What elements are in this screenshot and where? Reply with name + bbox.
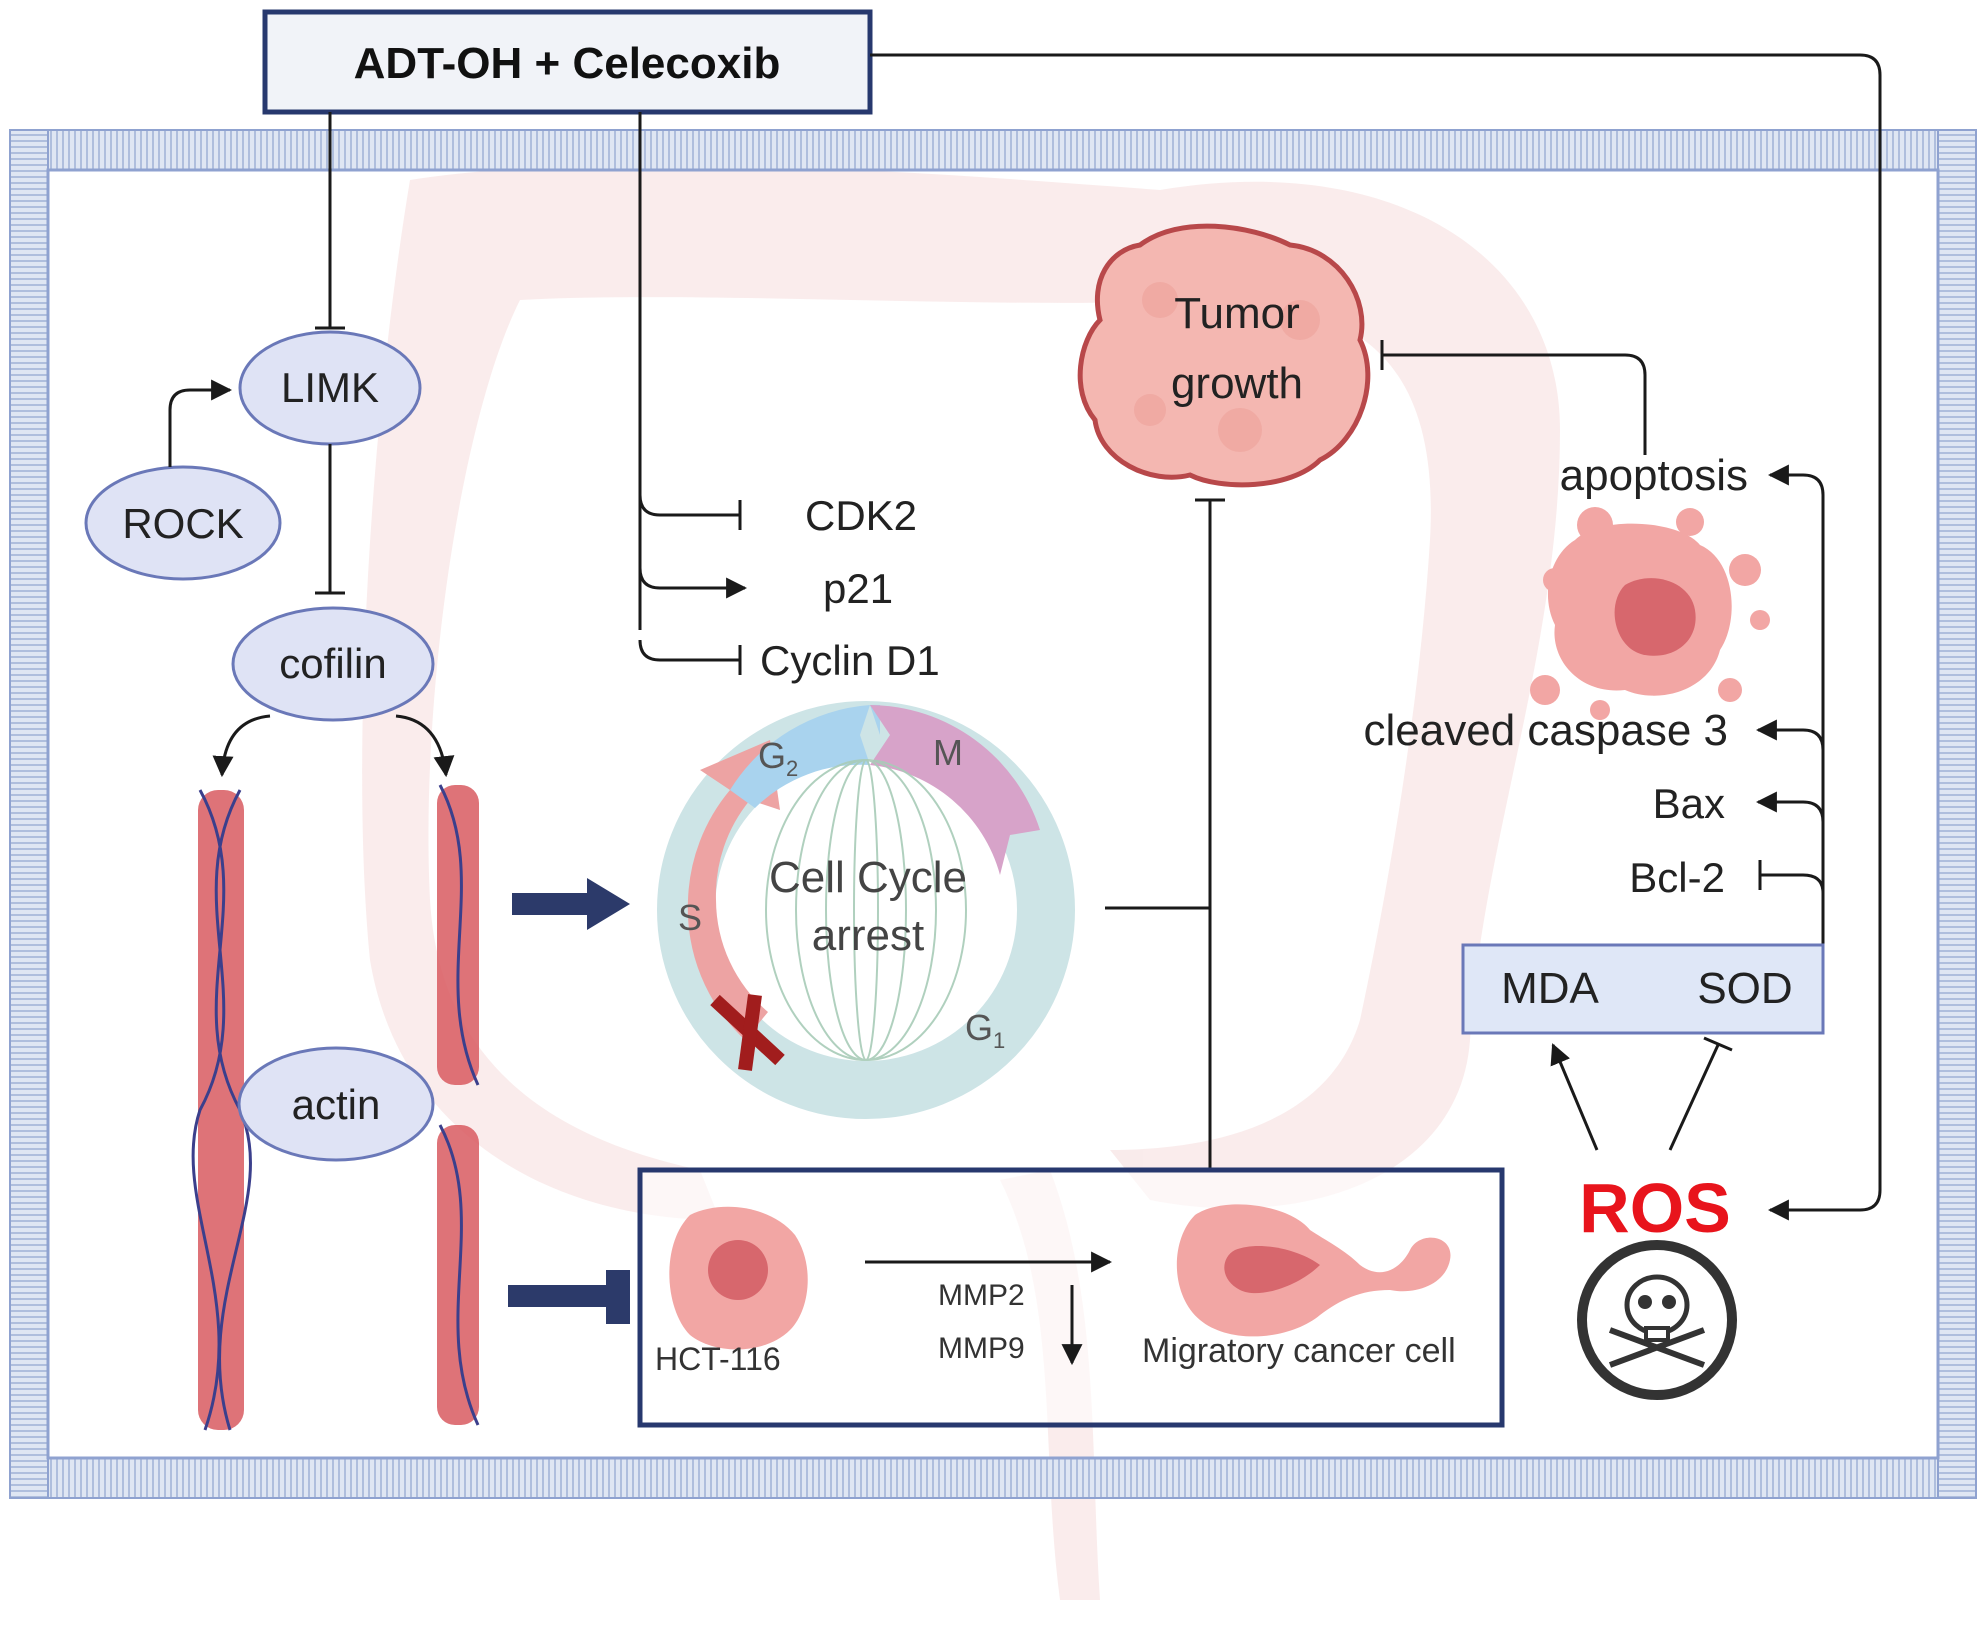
migratory-cell-label: Migratory cancer cell <box>1142 1332 1456 1370</box>
skull-crossbones-icon <box>1577 1240 1737 1400</box>
phase-g2-label: G2 <box>758 735 798 781</box>
apoptosis-inhibits-tumor <box>1380 340 1647 455</box>
phase-m-label: M <box>933 732 963 773</box>
mmp9-label: MMP9 <box>938 1332 1025 1365</box>
tumor-label-line2: growth <box>1171 359 1303 408</box>
ros-inhibits-sod <box>1668 1036 1733 1151</box>
m-phase-segment <box>870 705 1040 875</box>
tumor-growth-node <box>1077 223 1371 488</box>
actin-filament-right-lower <box>437 1124 480 1426</box>
cell-membrane <box>9 129 1977 1499</box>
bcl2-label: Bcl-2 <box>1629 854 1725 901</box>
cofilin-to-right-filament <box>395 714 455 778</box>
tumor-label-line1: Tumor <box>1174 289 1300 338</box>
hct116-cell-image <box>669 1206 808 1350</box>
mmp2-label: MMP2 <box>938 1279 1025 1312</box>
phase-g1-label: G1 <box>965 1007 1005 1053</box>
cyclin-d1-label: Cyclin D1 <box>760 637 940 684</box>
cell-cycle-block-x <box>710 994 785 1071</box>
drug-inhibits-limk <box>315 112 345 330</box>
apoptotic-cell-image <box>1530 507 1770 720</box>
phase-s-label: S <box>678 897 702 938</box>
drug-to-cell-cycle-regulators <box>638 112 748 675</box>
hct116-label: HCT-116 <box>655 1341 781 1377</box>
bax-label: Bax <box>1653 780 1725 827</box>
filament-inhibits-migration <box>508 1270 630 1324</box>
limk-inhibits-cofilin <box>315 444 345 595</box>
drug-label: ADT-OH + Celecoxib <box>354 39 781 88</box>
migratory-cell-image <box>1176 1204 1451 1337</box>
rock-node <box>84 465 282 581</box>
ros-increases-mda <box>1550 1043 1599 1151</box>
cdk2-label: CDK2 <box>805 492 917 539</box>
cleaved-caspase3-label: cleaved caspase 3 <box>1364 706 1728 755</box>
oxidative-stress-to-apoptosis-arrows <box>1755 464 1825 945</box>
mda-sod-box <box>1461 943 1825 1035</box>
cell-cycle-title-line1: Cell Cycle <box>769 853 967 902</box>
cell-cycle-title-line2: arrest <box>812 911 924 960</box>
rock-label: ROCK <box>122 500 243 547</box>
g2-phase-segment <box>730 705 870 808</box>
ros-label: ROS <box>1579 1169 1731 1247</box>
limk-label: LIMK <box>281 364 379 411</box>
filament-to-cell-cycle-arrow <box>512 878 630 930</box>
p21-label: p21 <box>823 565 893 612</box>
cell-cycle-and-migration-inhibit-tumor <box>1105 498 1225 1168</box>
apoptosis-label: apoptosis <box>1560 451 1748 500</box>
cofilin-to-left-filament <box>212 714 271 778</box>
drug-box: ADT-OH + Celecoxib <box>262 9 873 115</box>
cell-cycle-ring <box>657 701 1075 1119</box>
actin-label: actin <box>292 1081 381 1128</box>
mda-label: MDA <box>1501 964 1599 1013</box>
actin-filament-right-upper <box>437 784 480 1086</box>
cofilin-node <box>231 606 435 722</box>
rock-activates-limk <box>168 379 233 467</box>
cofilin-label: cofilin <box>279 640 386 687</box>
drug-to-ros-arrow <box>870 53 1882 1221</box>
actin-node <box>237 1046 435 1162</box>
sod-label: SOD <box>1697 964 1792 1013</box>
